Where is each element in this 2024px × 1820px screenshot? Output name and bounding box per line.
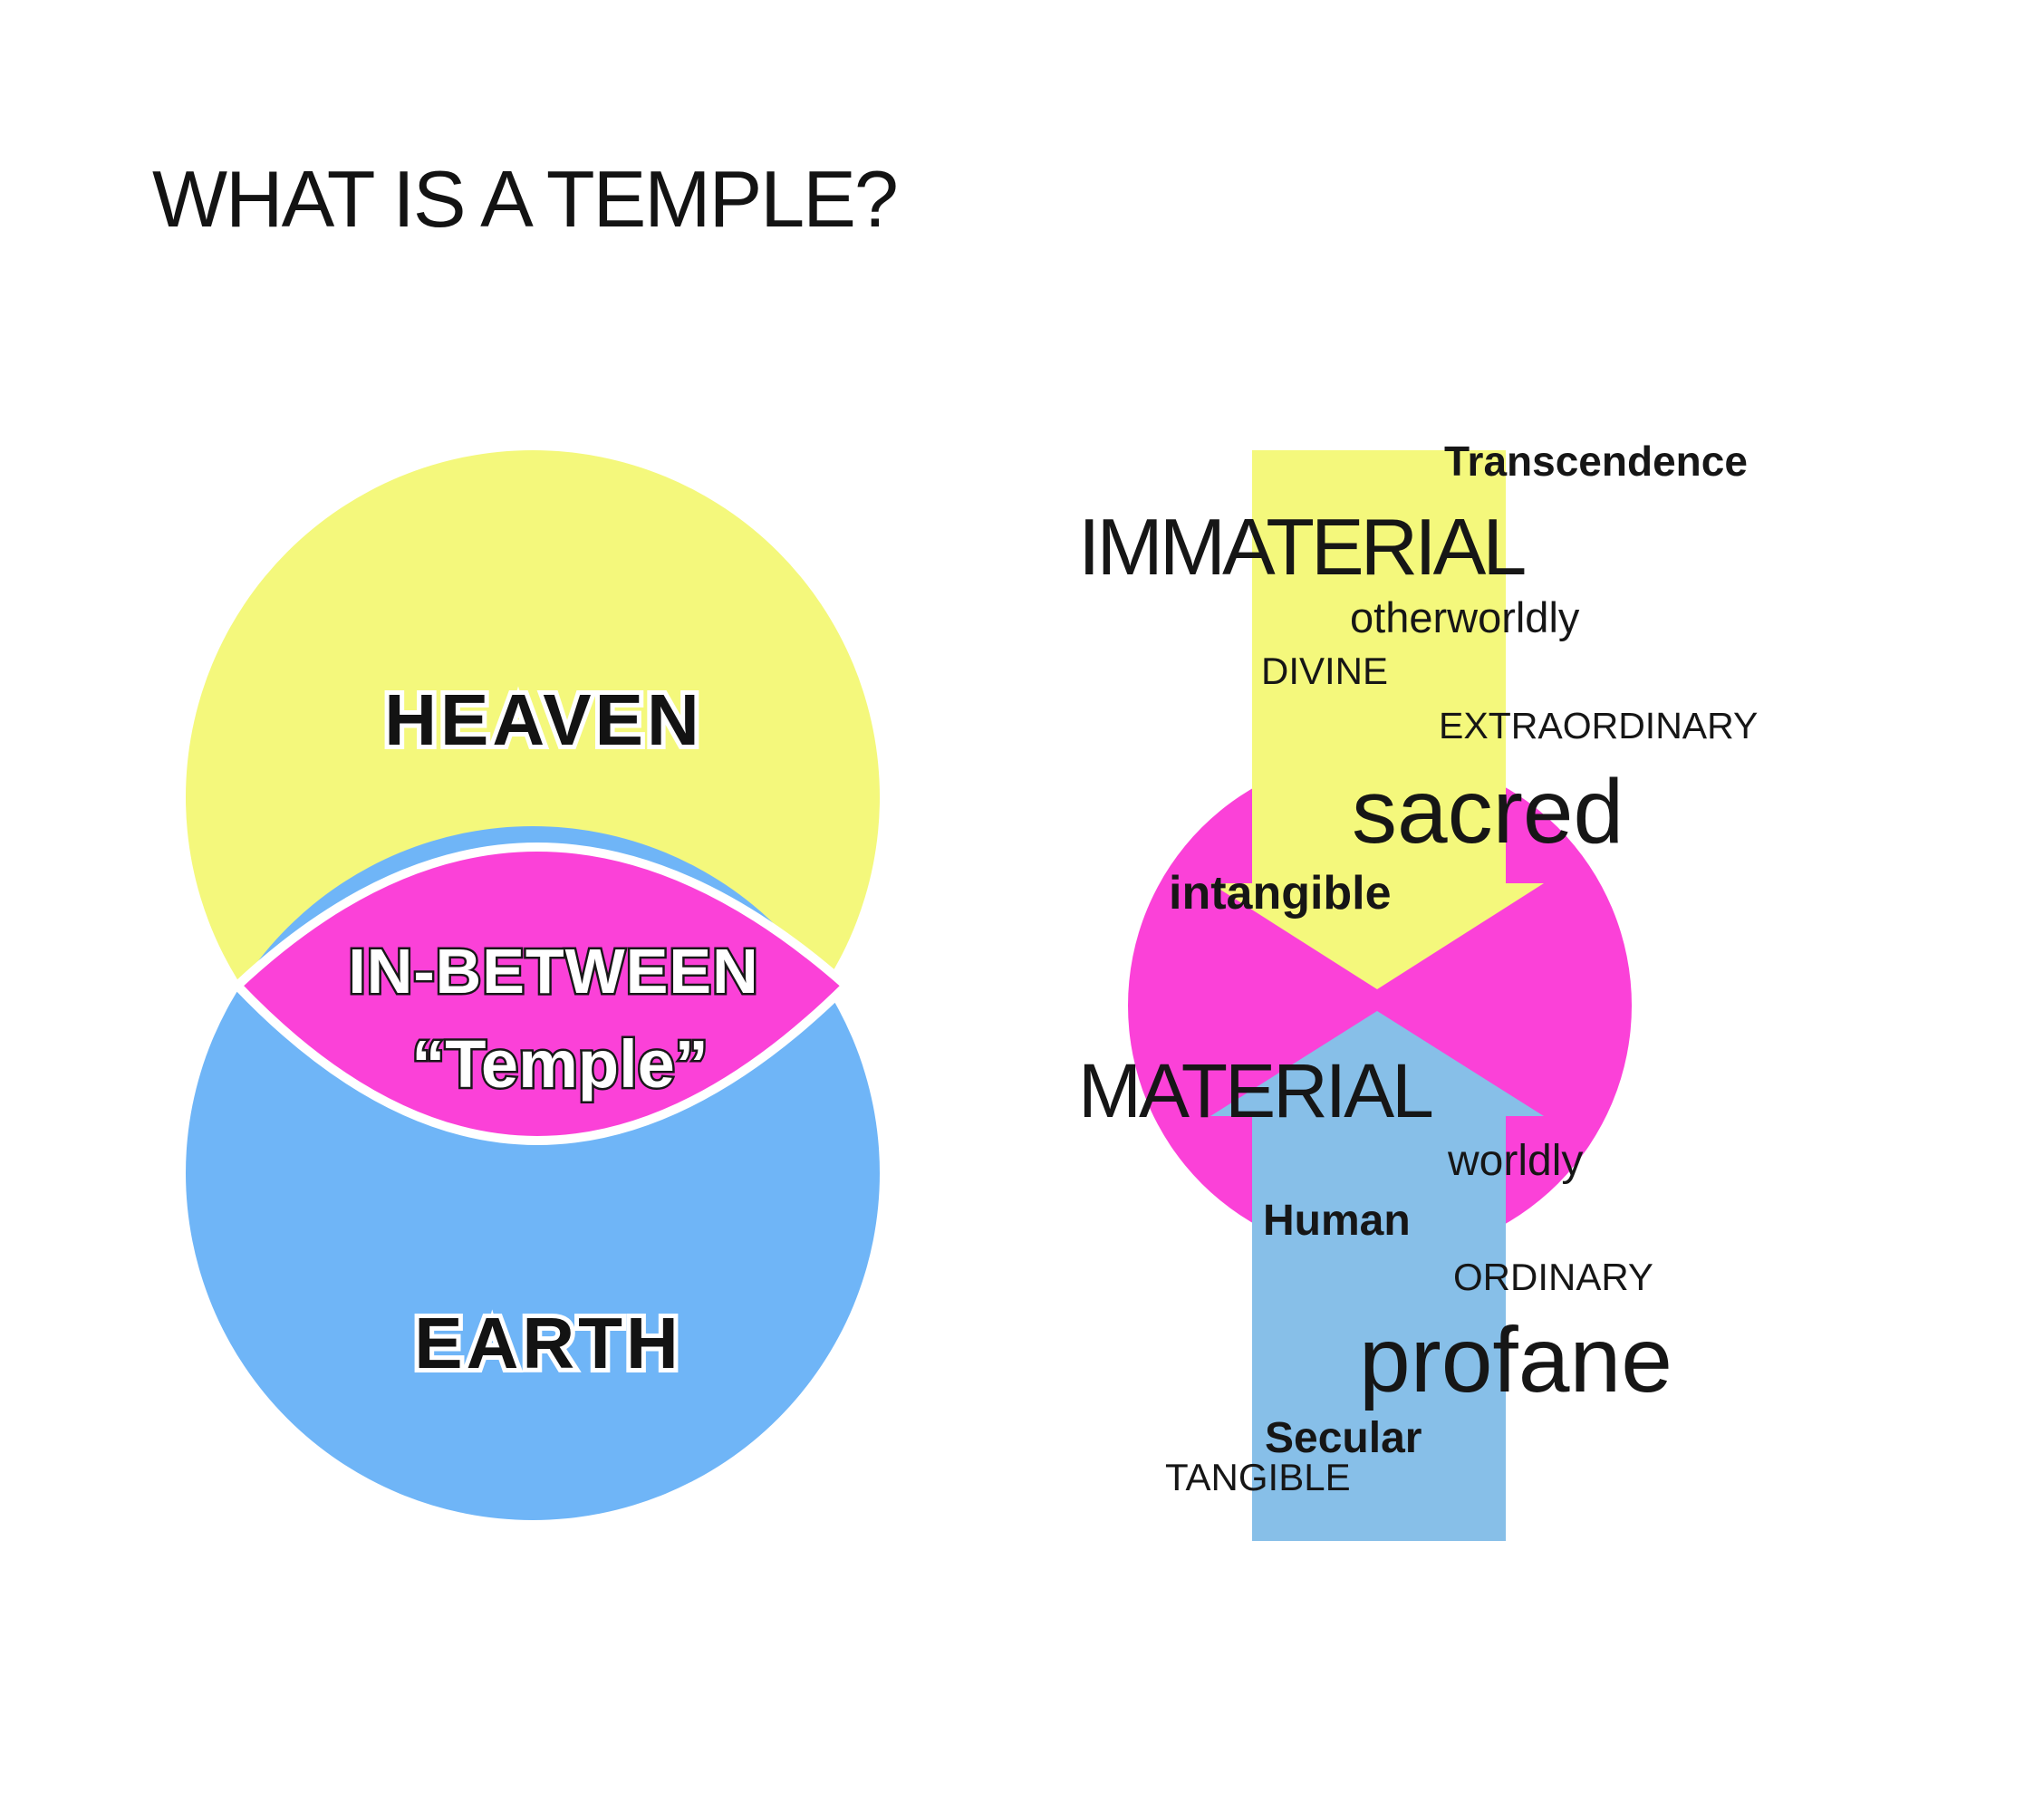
ordinary-label: ORDINARY bbox=[1453, 1256, 1653, 1298]
transcendence-label: Transcendence bbox=[1444, 438, 1748, 485]
sacred-label: sacred bbox=[1352, 761, 1624, 862]
profane-label: profane bbox=[1359, 1308, 1672, 1411]
worldly-label: worldly bbox=[1448, 1137, 1584, 1185]
in-between-label: IN-BETWEEN bbox=[348, 936, 758, 1006]
otherworldly-label: otherworldly bbox=[1350, 593, 1580, 641]
in-between-lens bbox=[233, 843, 851, 1145]
divine-label: DIVINE bbox=[1261, 650, 1389, 692]
immaterial-down-arrow bbox=[1210, 450, 1544, 989]
immaterial-label: IMMATERIAL bbox=[1078, 502, 1527, 592]
page-title: WHAT IS A TEMPLE? bbox=[152, 154, 899, 244]
human-label: Human bbox=[1263, 1197, 1411, 1245]
tangible-label: TANGIBLE bbox=[1165, 1456, 1351, 1498]
material-up-arrow bbox=[1210, 1011, 1544, 1541]
secular-label: Secular bbox=[1265, 1414, 1422, 1462]
earth-label: EARTH bbox=[414, 1303, 682, 1383]
extraordinary-label: EXTRAORDINARY bbox=[1439, 705, 1759, 746]
heaven-label: HEAVEN bbox=[384, 679, 702, 760]
temple-label: “Temple” bbox=[411, 1026, 708, 1102]
intangible-label: intangible bbox=[1169, 867, 1392, 920]
material-label: MATERIAL bbox=[1078, 1048, 1434, 1133]
